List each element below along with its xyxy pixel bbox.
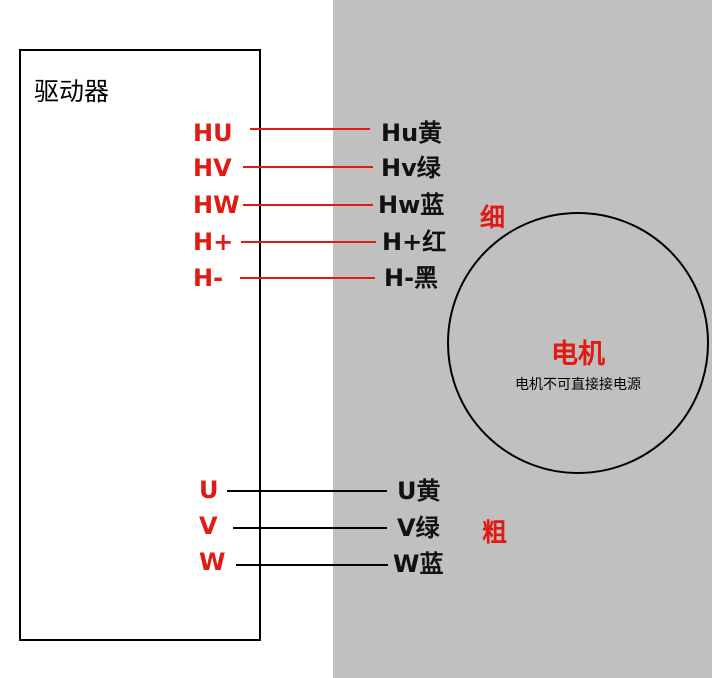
wire-h-minus <box>240 277 375 279</box>
pin-hv: HV <box>193 154 232 182</box>
wire-label-w: W蓝 <box>393 550 444 578</box>
wire-label-hw: Hw蓝 <box>378 191 445 219</box>
pin-h-minus: H- <box>193 264 224 292</box>
wire-hw <box>243 204 373 206</box>
motor-warning: 电机不可直接接电源 <box>515 377 641 393</box>
wire-label-v: V绿 <box>397 514 440 542</box>
wire-label-hu: Hu黄 <box>381 119 443 147</box>
thick-wire-note: 粗 <box>482 518 508 547</box>
pin-hw: HW <box>193 191 240 219</box>
wire-label-h-minus: H-黑 <box>384 264 439 292</box>
driver-title: 驱动器 <box>34 77 110 106</box>
pin-v: V <box>199 512 218 540</box>
pin-h-plus: H+ <box>193 228 234 256</box>
pin-w: W <box>199 548 226 576</box>
wire-u <box>227 490 387 492</box>
pin-u: U <box>199 476 219 504</box>
wire-hv <box>243 166 373 168</box>
wire-label-h-plus: H+红 <box>382 228 447 256</box>
wire-label-hv: Hv绿 <box>381 154 441 182</box>
wire-hu <box>250 128 370 130</box>
wire-h-plus <box>241 241 376 243</box>
wire-v <box>233 527 387 529</box>
wire-w <box>236 564 388 566</box>
wire-label-u: U黄 <box>397 477 441 505</box>
pin-hu: HU <box>193 119 233 147</box>
motor-title: 电机 <box>551 339 605 370</box>
thin-wire-note: 细 <box>480 203 506 232</box>
driver-box <box>19 49 261 641</box>
motor-circle: 电机 电机不可直接接电源 <box>447 212 709 474</box>
